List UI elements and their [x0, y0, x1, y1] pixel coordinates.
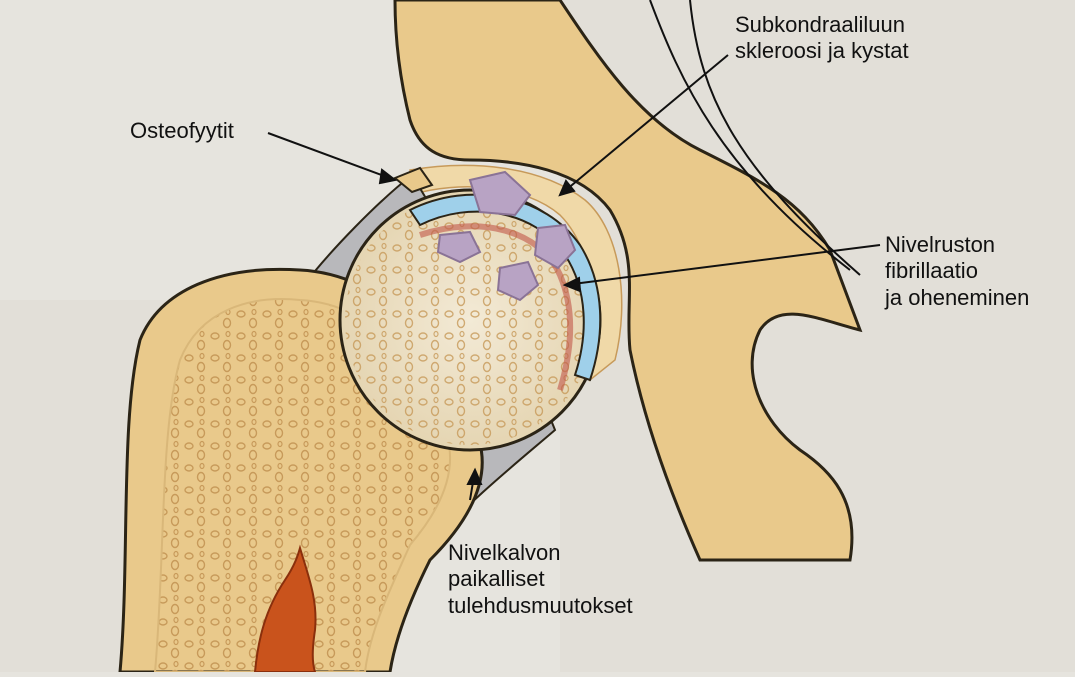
label-subchondral-line2: skleroosi ja kystat [735, 38, 909, 64]
label-cartilage-line2: fibrillaatio [885, 258, 1029, 284]
label-synovium-line2: paikalliset [448, 566, 633, 592]
label-subchondral-line1: Subkondraaliluun [735, 12, 909, 38]
label-cartilage-line3: ja oheneminen [885, 285, 1029, 311]
label-synovial-inflammation: Nivelkalvon paikalliset tulehdusmuutokse… [448, 540, 633, 619]
label-synovium-line1: Nivelkalvon [448, 540, 633, 566]
label-osteophytes: Osteofyytit [130, 118, 234, 144]
label-cartilage-fibrillation: Nivelruston fibrillaatio ja oheneminen [885, 232, 1029, 311]
label-cartilage-line1: Nivelruston [885, 232, 1029, 258]
label-synovium-line3: tulehdusmuutokset [448, 593, 633, 619]
label-subchondral-sclerosis: Subkondraaliluun skleroosi ja kystat [735, 12, 909, 65]
